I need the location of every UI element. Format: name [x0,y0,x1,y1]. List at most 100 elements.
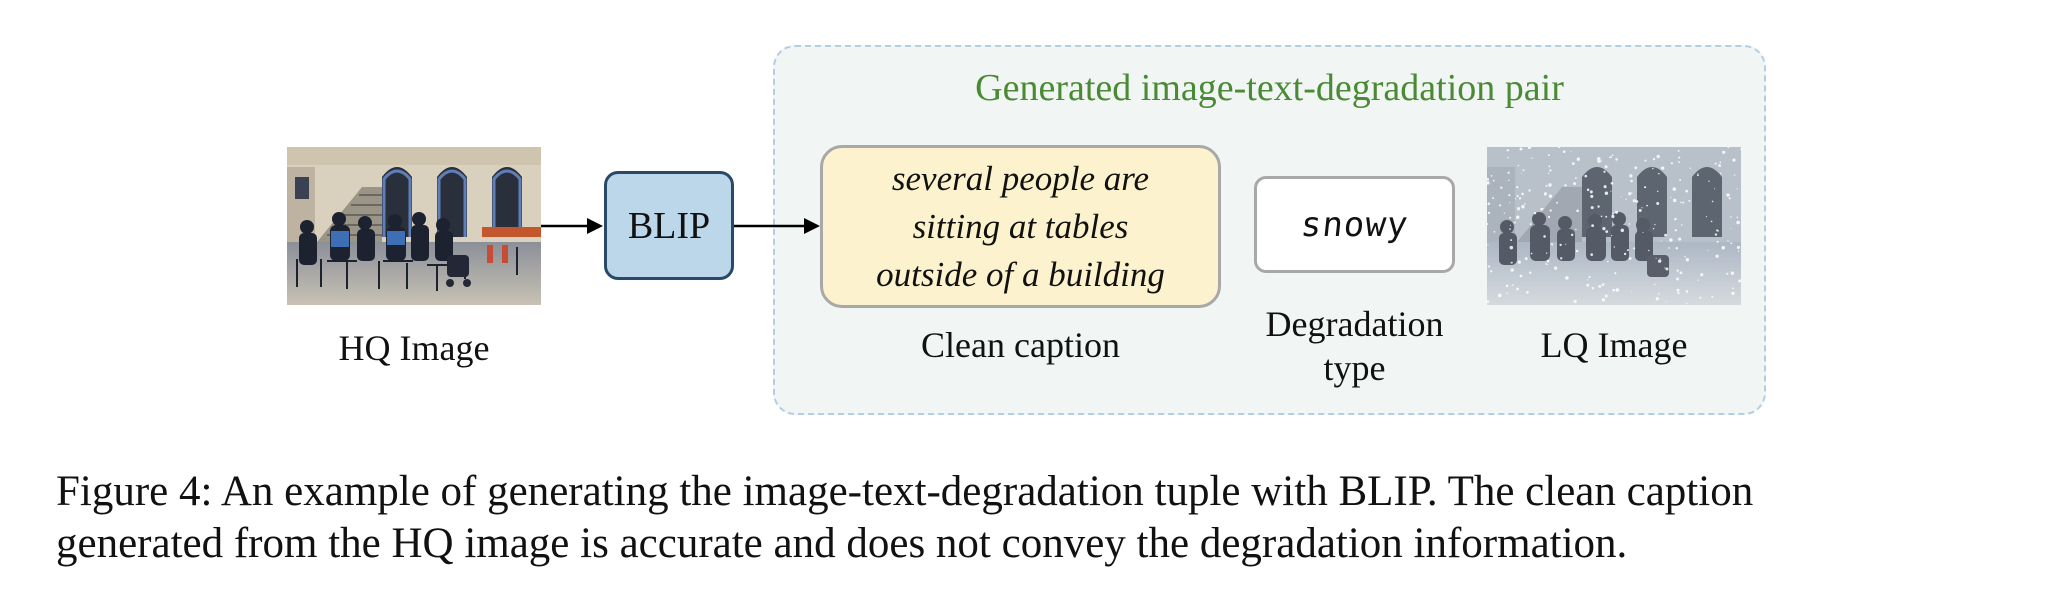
figure-caption: Figure 4: An example of generating the i… [56,466,2016,570]
snow-speck [1737,250,1740,252]
snow-speck [1680,224,1683,226]
snow-speck [1665,267,1669,271]
snow-speck [1676,269,1679,272]
snow-speck [1507,157,1509,159]
caption-line-3: outside of a building [876,254,1165,294]
snow-speck [1506,292,1509,295]
snow-speck [1526,291,1529,294]
snow-speck [1591,287,1595,290]
snow-speck [1546,259,1550,263]
snow-speck [1626,249,1630,252]
snow-speck [1679,179,1682,181]
lq-image-label: LQ Image [1540,325,1688,365]
snow-speck [1714,233,1718,236]
snow-speck [1543,235,1546,238]
snow-speck [1591,224,1595,228]
snow-speck [1562,150,1566,153]
snow-speck [1732,287,1734,289]
figure-caption-line-2: generated from the HQ image is accurate … [56,520,1628,567]
snow-speck [1497,293,1502,298]
snow-speck [1665,301,1667,303]
arrow-hq-to-blip [541,218,603,234]
snow-speck [1493,230,1496,233]
snow-speck [1641,207,1643,209]
snow-speck [1487,222,1489,226]
snow-speck [1684,255,1686,258]
snow-speck [1559,243,1562,247]
snow-speck [1545,252,1548,254]
degradation-value: snowy [1298,204,1411,245]
degradation-type-box: snowy [1254,176,1455,273]
snow-speck [1710,220,1713,223]
snow-speck [1688,199,1691,202]
snow-speck [1573,182,1577,186]
snow-speck [1736,220,1740,225]
snow-speck [1551,244,1553,246]
snow-speck [1612,212,1614,215]
snow-speck [1719,161,1722,164]
snow-speck [1655,297,1659,301]
snow-speck [1642,231,1644,233]
snow-speck [1574,177,1577,179]
snow-speck [1644,159,1647,162]
snow-speck [1543,208,1545,210]
snow-speck [1487,177,1490,181]
snow-speck [1678,237,1682,241]
snow-speck [1517,260,1521,264]
arrow-blip-to-caption [734,218,820,234]
snow-speck [1658,293,1660,295]
hq-image-label: HQ Image [338,328,490,368]
snow-speck [1508,194,1511,197]
snow-speck [1696,174,1699,177]
snow-speck [1556,201,1559,204]
snow-speck [1487,202,1491,206]
snow-speck [1659,258,1661,260]
snow-speck [1547,215,1551,219]
snow-speck [1658,259,1662,263]
snow-speck [1670,197,1672,199]
snow-speck [1736,216,1739,219]
snow-speck [1685,258,1689,262]
snow-speck [1610,156,1612,159]
snow-speck [1620,196,1622,198]
snow-speck [1714,162,1717,165]
snow-speck [1521,192,1524,196]
snow-speck [1584,174,1588,178]
snow-speck [1733,174,1736,176]
snow-speck [1652,227,1655,230]
snow-speck [1721,245,1726,250]
snow-speck [1629,174,1633,178]
snow-speck [1728,197,1731,200]
snow-speck [1603,170,1606,173]
snow-speck [1660,166,1665,170]
snow-speck [1528,189,1531,192]
snow-speck [1644,186,1647,189]
snow-speck [1705,216,1708,218]
snow-speck [1614,272,1617,275]
snow-speck [1628,257,1632,260]
snow-speck [1711,295,1714,298]
snow-speck [1564,184,1567,187]
snow-speck [1570,150,1572,152]
snow-speck [1625,198,1627,200]
snow-speck [1614,210,1619,214]
snow-speck [1610,190,1612,192]
snow-speck [1527,147,1532,150]
snow-speck [1500,186,1503,189]
snow-speck [1697,279,1699,281]
snow-speck [1503,212,1506,214]
snow-speck [1487,300,1490,303]
snow-speck [1675,246,1679,250]
snow-speck [1727,147,1730,149]
snow-speck [1674,229,1677,232]
snow-speck [1523,203,1526,205]
snow-speck [1689,167,1691,169]
blip-label: BLIP [627,204,711,247]
snow-speck [1554,266,1558,270]
snow-speck [1685,290,1689,293]
snow-speck [1590,206,1594,210]
snow-speck [1700,273,1704,277]
snow-speck [1656,190,1659,193]
snow-speck [1605,230,1609,233]
snow-speck [1656,202,1660,205]
